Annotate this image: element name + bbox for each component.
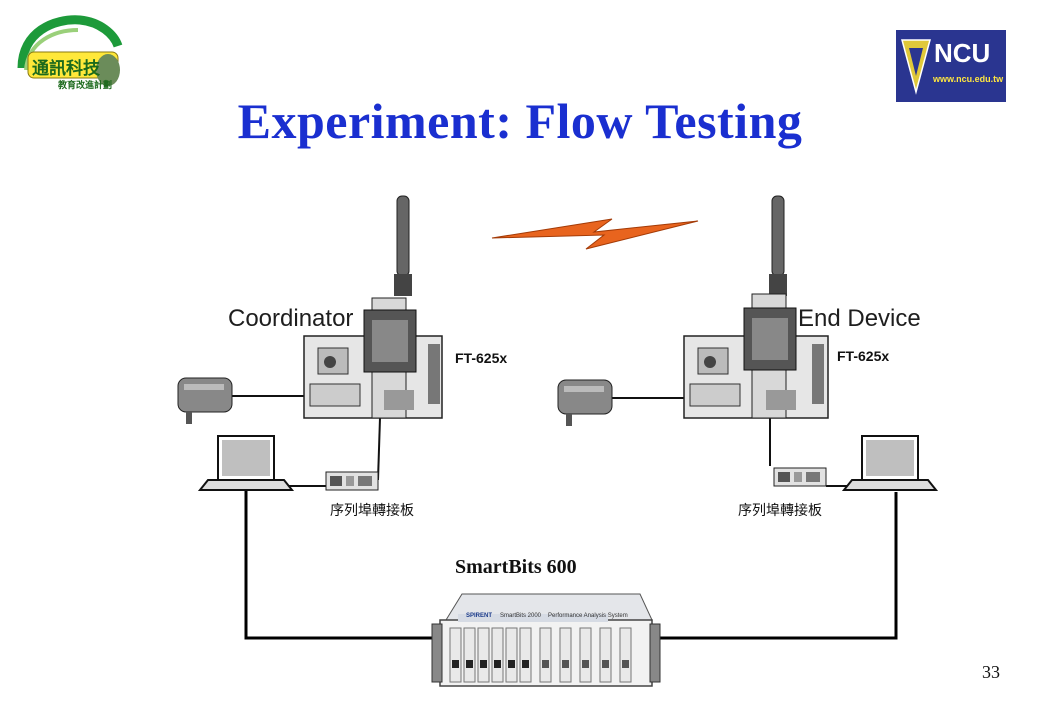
smartbits-module-slot [579, 627, 592, 683]
end-device-power-adapter-icon [557, 379, 613, 426]
serial-board-label-right: 序列埠轉接板 [738, 503, 822, 519]
smartbits-port [480, 660, 487, 668]
coordinator-serial-board-icon [325, 471, 379, 491]
smartbits-module-slots [449, 627, 632, 683]
serial-cables [232, 395, 848, 487]
smartbits-port [452, 660, 459, 668]
smartbits-module-slot [539, 627, 552, 683]
smartbits-port [582, 660, 589, 668]
wireless-link-icon [491, 218, 699, 250]
program-logo: 通訊科技 教育改進計劃 [14, 12, 124, 102]
end-device-antenna-icon [769, 195, 787, 296]
smartbits-model-text: SmartBits 2000 [500, 613, 542, 619]
ncu-logo-url: www.ncu.edu.tw [933, 74, 1004, 84]
serial-board-label-left: 序列埠轉接板 [330, 503, 414, 519]
smartbits-module-slot [519, 627, 532, 683]
smartbits-module-slot [559, 627, 572, 683]
coordinator-label: Coordinator [228, 305, 354, 332]
smartbits-module-slot [505, 627, 518, 683]
cable-left-serial-board [377, 417, 381, 481]
smartbits-port [542, 660, 549, 668]
ncu-emblem-icon [901, 39, 931, 95]
network-cables [244, 490, 898, 640]
cable-right-to-tester [656, 492, 898, 640]
smartbits-module-slot [463, 627, 476, 683]
smartbits-module-slot [491, 627, 504, 683]
smartbits-port [602, 660, 609, 668]
smartbits-brand-text: SPIRENT [466, 613, 493, 619]
coordinator-antenna-icon [394, 195, 412, 296]
smartbits-port [522, 660, 529, 668]
ncu-logo: NCU www.ncu.edu.tw [896, 30, 1006, 102]
board-model-right: FT-625x [837, 348, 890, 364]
program-logo-text: 通訊科技 [32, 59, 100, 79]
end-device-board-icon [683, 293, 829, 419]
program-logo-icon [17, 15, 123, 86]
end-device-laptop-icon [841, 435, 939, 491]
end-device-label: End Device [798, 305, 921, 332]
ncu-logo-text: NCU [934, 38, 991, 68]
coordinator-board-icon [303, 297, 443, 419]
smartbits-port [622, 660, 629, 668]
smartbits-caption-text: Performance Analysis System [548, 613, 628, 619]
smartbits-module-slot [449, 627, 462, 683]
program-logo-subtext: 教育改進計劃 [58, 81, 113, 91]
smartbits-port [508, 660, 515, 668]
smartbits-module-slot [619, 627, 632, 683]
smartbits-module-slot [477, 627, 490, 683]
board-model-left: FT-625x [455, 350, 508, 366]
smartbits-port [494, 660, 501, 668]
smartbits-port [466, 660, 473, 668]
end-device-serial-board-icon [773, 467, 827, 487]
smartbits-module-slot [599, 627, 612, 683]
cable-left-to-tester [244, 490, 438, 640]
page-number: 33 [982, 662, 1000, 682]
coordinator-laptop-icon [197, 435, 295, 491]
smartbits-label: SmartBits 600 [455, 556, 577, 578]
smartbits-port [562, 660, 569, 668]
coordinator-power-adapter-icon [177, 377, 233, 424]
slide-title: Experiment: Flow Testing [237, 93, 803, 149]
